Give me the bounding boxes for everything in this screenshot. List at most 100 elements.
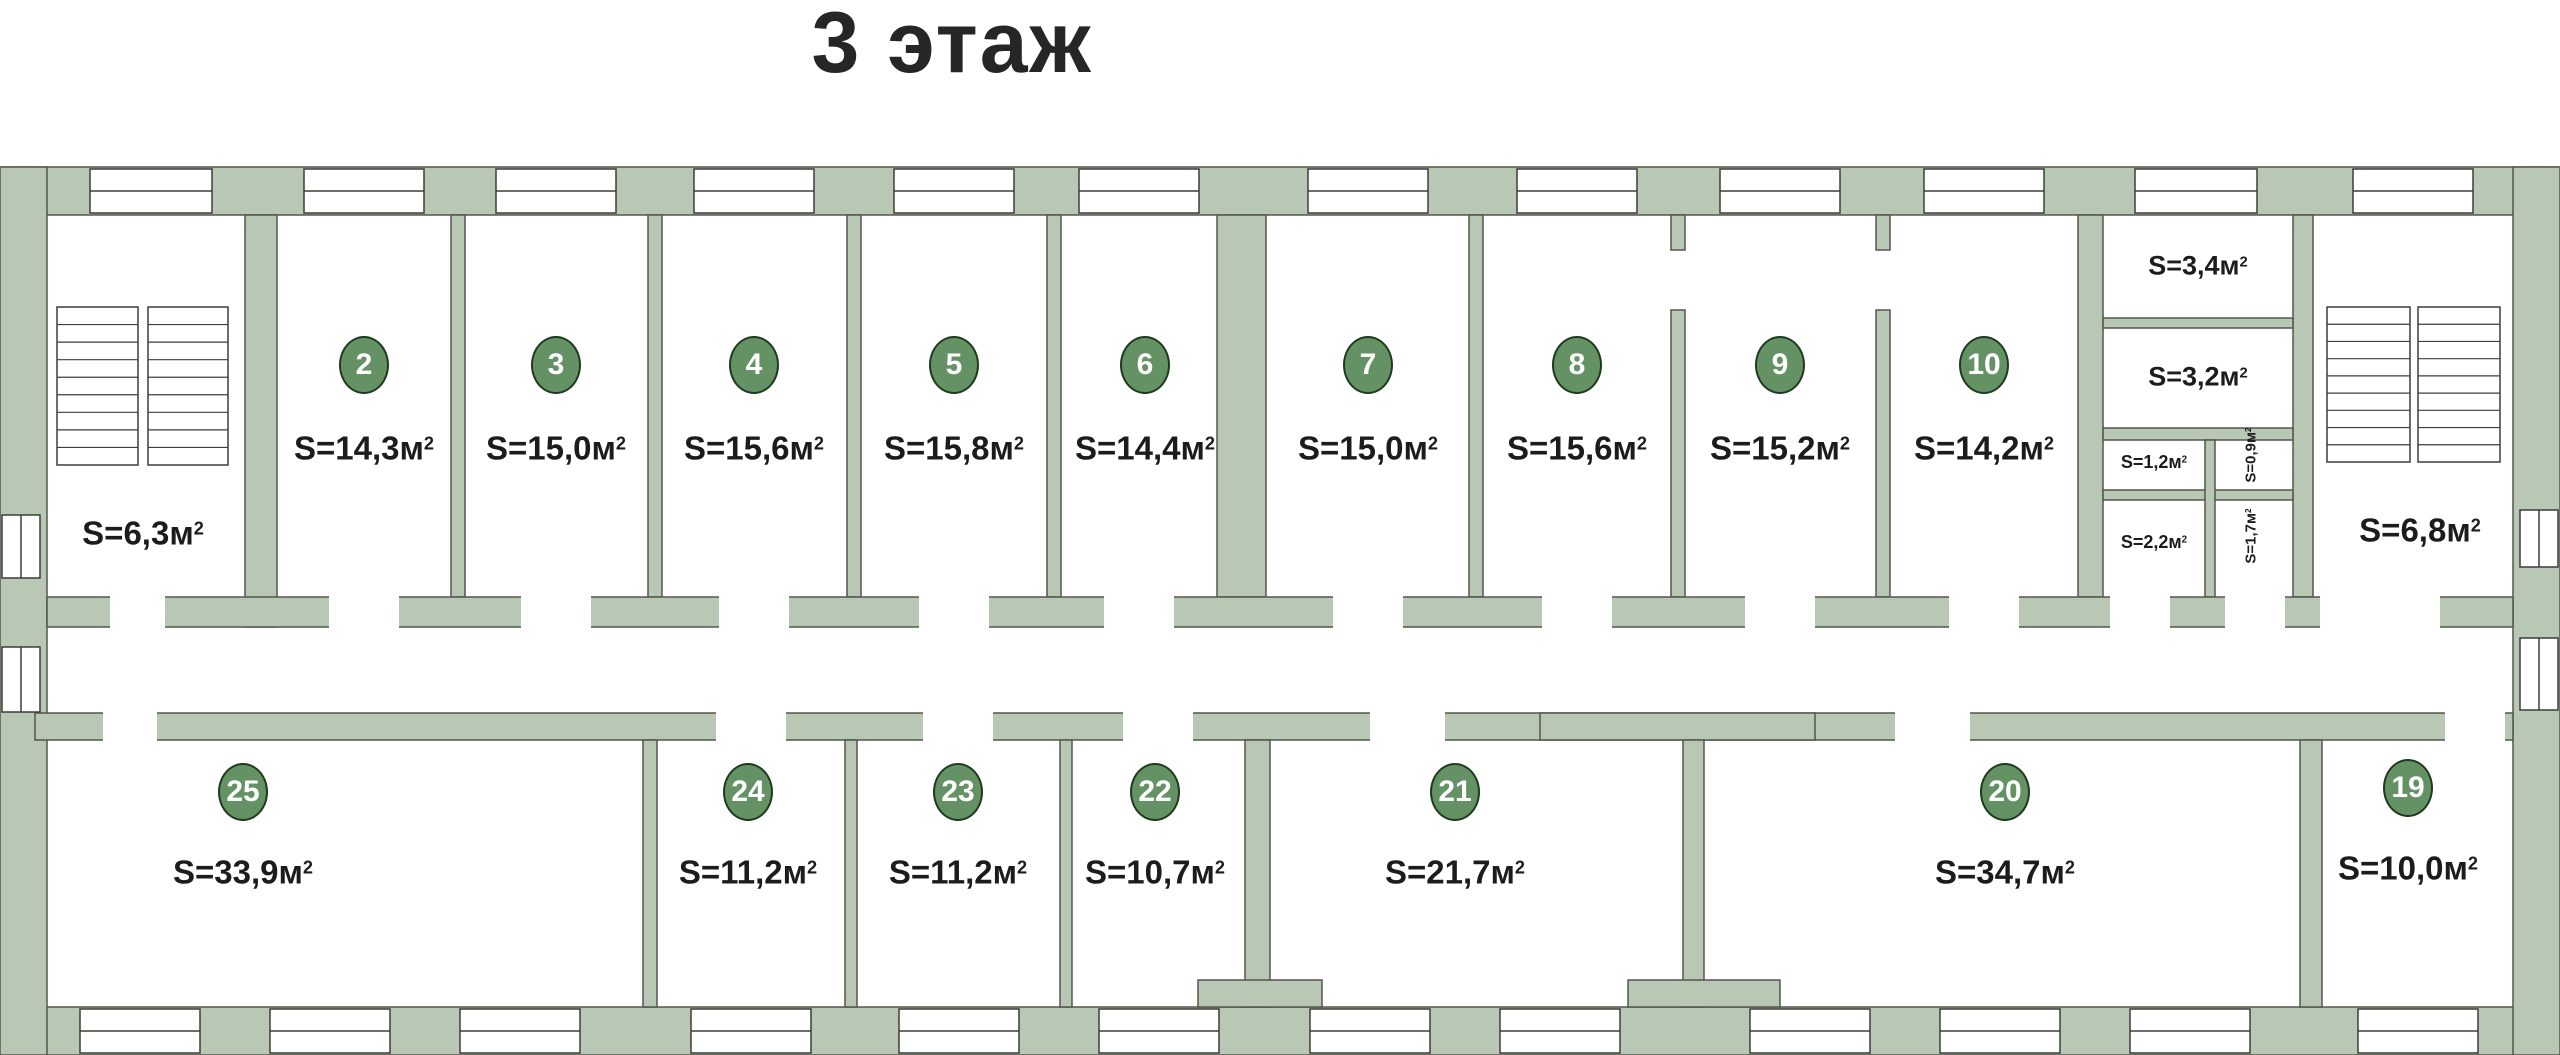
- door-opening: [1104, 596, 1174, 628]
- wall: [46, 596, 2514, 628]
- area-label-stair-left: S=6,3м2: [82, 514, 204, 552]
- room-badge-21[interactable]: 21: [1430, 763, 1480, 821]
- wall: [1059, 739, 1073, 1008]
- room-area-label-22: S=10,7м2: [1084, 853, 1226, 891]
- door-opening: [329, 596, 399, 628]
- door-opening: [1123, 712, 1193, 741]
- wall: [2292, 214, 2314, 598]
- room-area-label-21: S=21,7м2: [1384, 853, 1526, 891]
- door-opening: [719, 596, 789, 628]
- wall: [1670, 309, 1686, 598]
- room-badge-4[interactable]: 4: [729, 336, 779, 394]
- door-opening: [2110, 596, 2170, 628]
- wall: [0, 166, 2560, 216]
- area-label-store-1-2: S=1,2м2: [2120, 452, 2188, 472]
- wall: [1197, 979, 1323, 1008]
- wall: [846, 214, 862, 598]
- walls: [0, 166, 2560, 1055]
- room-badge-10[interactable]: 10: [1959, 336, 2009, 394]
- wall: [450, 214, 466, 598]
- wall: [642, 739, 658, 1008]
- wall: [1468, 214, 1484, 598]
- room-area-label-24: S=11,2м2: [678, 853, 818, 891]
- wall: [2102, 489, 2294, 501]
- wall: [2102, 317, 2294, 329]
- room-badge-3[interactable]: 3: [531, 336, 581, 394]
- room-area-label-10: S=14,2м2: [1913, 429, 2055, 467]
- door-opening: [2225, 596, 2285, 628]
- room-area-label-19: S=10,0м2: [2337, 849, 2479, 887]
- door-opening: [1895, 712, 1970, 741]
- windows: [1, 168, 2559, 1054]
- door-openings: [103, 596, 2505, 741]
- room-badge-25[interactable]: 25: [218, 763, 268, 821]
- room-area-label-4: S=15,6м2: [683, 429, 825, 467]
- room-badge-7[interactable]: 7: [1343, 336, 1393, 394]
- room-badge-9[interactable]: 9: [1755, 336, 1805, 394]
- room-badge-19[interactable]: 19: [2383, 759, 2433, 817]
- door-opening: [2320, 596, 2440, 628]
- wall: [2512, 166, 2560, 1055]
- wall: [1244, 739, 1271, 1008]
- room-badge-23[interactable]: 23: [933, 763, 983, 821]
- wall: [1875, 309, 1891, 598]
- door-opening: [1333, 596, 1403, 628]
- wall: [1670, 214, 1686, 251]
- room-badge-6[interactable]: 6: [1120, 336, 1170, 394]
- stairs-left: [56, 306, 229, 466]
- door-opening: [103, 712, 157, 741]
- stairs-right: [2326, 306, 2501, 463]
- room-badge-8[interactable]: 8: [1552, 336, 1602, 394]
- room-area-label-23: S=11,2м2: [888, 853, 1028, 891]
- door-opening: [521, 596, 591, 628]
- room-area-label-5: S=15,8м2: [883, 429, 1025, 467]
- wall: [1539, 712, 1816, 741]
- door-opening: [1370, 712, 1445, 741]
- door-opening: [919, 596, 989, 628]
- room-area-label-6: S=14,4м2: [1074, 429, 1216, 467]
- door-opening: [2445, 712, 2505, 741]
- stair-flight: [56, 306, 139, 466]
- wall: [34, 712, 2514, 741]
- wall: [1046, 214, 1062, 598]
- room-badge-5[interactable]: 5: [929, 336, 979, 394]
- door-opening: [923, 712, 993, 741]
- room-badge-24[interactable]: 24: [723, 763, 773, 821]
- wall: [1627, 979, 1781, 1008]
- room-badge-20[interactable]: 20: [1980, 763, 2030, 821]
- room-area-label-9: S=15,2м2: [1709, 429, 1851, 467]
- stair-flight: [2326, 306, 2411, 463]
- wall: [844, 739, 858, 1008]
- wall: [647, 214, 663, 598]
- wall: [2204, 439, 2216, 598]
- area-label-store-0-9: S=0,9м2: [2242, 427, 2260, 483]
- wall: [0, 166, 48, 1055]
- wall: [244, 214, 278, 628]
- area-label-store-2-2: S=2,2м2: [2120, 532, 2188, 552]
- wall: [1875, 214, 1891, 251]
- door-opening: [1745, 596, 1815, 628]
- room-area-label-2: S=14,3м2: [293, 429, 435, 467]
- door-opening: [110, 596, 165, 628]
- room-area-label-25: S=33,9м2: [172, 853, 314, 891]
- stair-flight: [147, 306, 229, 466]
- room-badge-2[interactable]: 2: [339, 336, 389, 394]
- area-label-stair-right: S=6,8м2: [2359, 511, 2481, 549]
- door-opening: [1542, 596, 1612, 628]
- room-area-label-3: S=15,0м2: [485, 429, 627, 467]
- room-area-label-8: S=15,6м2: [1506, 429, 1648, 467]
- room-area-label-7: S=15,0м2: [1297, 429, 1439, 467]
- wall: [2102, 427, 2294, 441]
- area-label-store-3-2: S=3,2м2: [2148, 361, 2248, 392]
- page-title: 3 этаж: [811, 0, 1093, 91]
- room-area-label-20: S=34,7м2: [1934, 853, 2076, 891]
- room-badge-22[interactable]: 22: [1130, 763, 1180, 821]
- wall: [1216, 214, 1267, 598]
- wall: [1682, 739, 1705, 1008]
- wall: [2299, 739, 2323, 1008]
- door-opening: [1949, 596, 2019, 628]
- stair-flight: [2417, 306, 2501, 463]
- door-opening: [716, 712, 786, 741]
